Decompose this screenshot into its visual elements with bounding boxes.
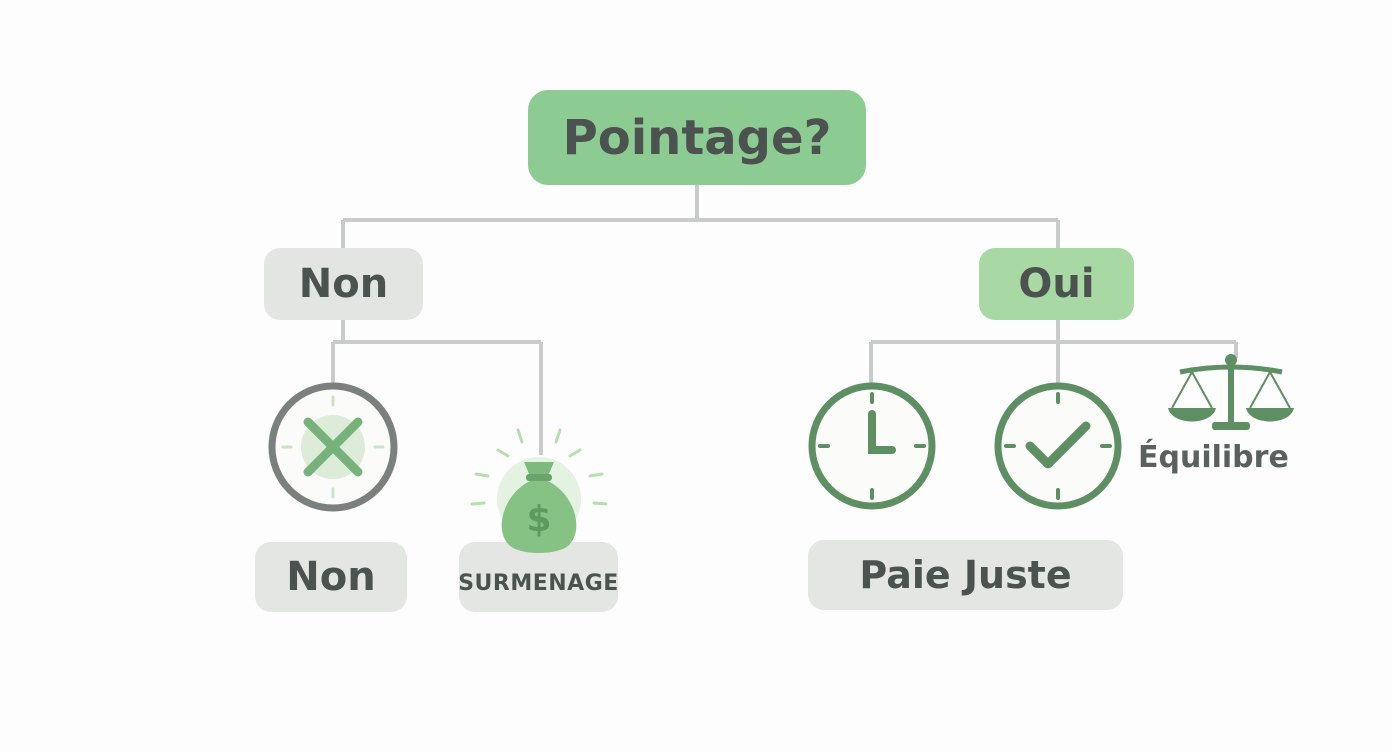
check-circle-icon (994, 382, 1122, 510)
branch-no-node: Non (264, 248, 423, 320)
outcome-fair-pay-label: Paie Juste (859, 553, 1072, 597)
outcome-balance-label: Équilibre (1138, 440, 1289, 475)
root-question-label: Pointage? (562, 109, 832, 166)
outcome-no-label: Non (286, 554, 376, 600)
outcome-no-node: Non (255, 542, 407, 612)
branch-no-label: Non (298, 261, 389, 307)
outcome-fair-pay-node: Paie Juste (808, 540, 1123, 610)
root-question-node: Pointage? (528, 90, 866, 185)
money-bag-icon: $ (470, 428, 608, 553)
branch-yes-node: Oui (979, 248, 1134, 320)
clock-icon (808, 382, 936, 510)
x-circle-icon (268, 382, 398, 512)
balance-scale-icon (1168, 354, 1294, 430)
outcome-overwork-label: Surmenage (458, 570, 619, 596)
outcome-overwork-node: Surmenage (458, 542, 619, 612)
branch-yes-label: Oui (1018, 261, 1095, 307)
svg-text:$: $ (526, 499, 551, 540)
